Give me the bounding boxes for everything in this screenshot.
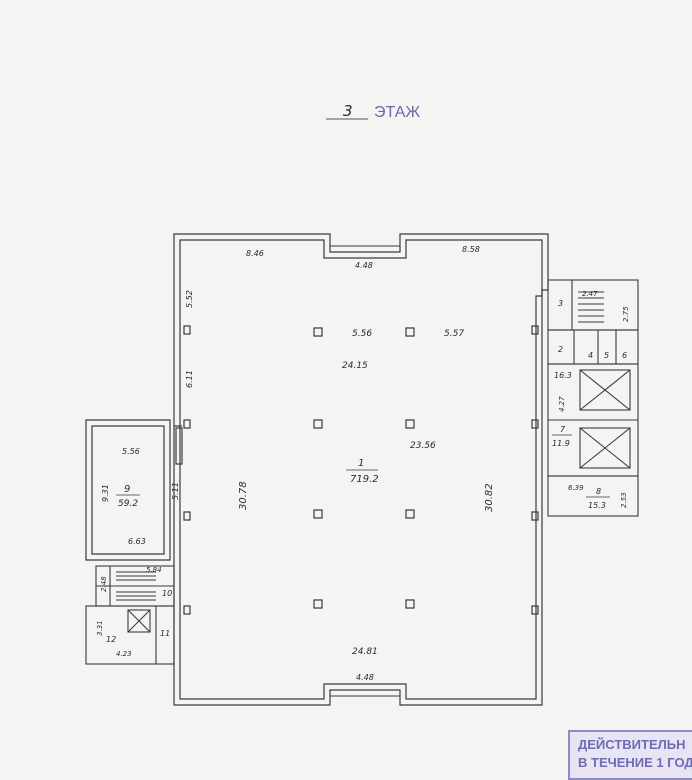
dim-room9-left: 9.31 xyxy=(101,484,110,502)
dim-room9-right: 5.11 xyxy=(171,482,180,500)
floor-title: ЭТАЖ xyxy=(374,104,420,121)
dim-inner-width: 24.15 xyxy=(342,361,368,371)
room8-walls xyxy=(547,475,639,517)
dim-left-mid: 6.11 xyxy=(185,370,194,388)
room6-number: 6 xyxy=(622,351,627,360)
room12-number: 12 xyxy=(106,635,116,644)
dim-room12-bottom: 4.23 xyxy=(116,650,132,658)
dim-left-upper: 5.52 xyxy=(185,290,194,308)
right-lift-block xyxy=(547,363,639,477)
room4-area: 16.3 xyxy=(554,371,572,380)
dim-stair-right-top: 2.47 xyxy=(582,290,598,298)
dim-r8-width: 6.39 xyxy=(568,484,584,492)
room1-area: 719.2 xyxy=(350,474,379,485)
stamp-line-2: В ТЕЧЕНИЕ 1 ГОД xyxy=(578,755,692,770)
floor-number: 3 xyxy=(343,102,353,120)
room3-number: 3 xyxy=(558,299,563,308)
room4-marker: 4 xyxy=(588,351,593,360)
dim-bottom-width: 24.81 xyxy=(352,647,378,657)
room10-number: 10 xyxy=(162,589,172,598)
dim-room12-side: 3.31 xyxy=(96,620,104,636)
dim-height-left: 30.78 xyxy=(238,481,249,510)
dim-room9-bottom: 6.63 xyxy=(128,537,146,546)
columns xyxy=(183,325,539,615)
dim-top-right: 8.58 xyxy=(462,245,480,254)
dim-height-right: 30.82 xyxy=(484,483,495,512)
room9-walls xyxy=(85,419,183,561)
room7-number: 7 xyxy=(560,425,566,434)
room11-number: 11 xyxy=(160,629,170,638)
dim-col-span-a: 5.56 xyxy=(352,329,372,339)
room2-number: 2 xyxy=(558,345,563,354)
right-service-block xyxy=(547,329,639,365)
stamp-line-1: ДЕЙСТВИТЕЛЬН xyxy=(578,737,686,752)
room9-number: 9 xyxy=(124,484,130,495)
dim-stair-right-side: 2.75 xyxy=(622,306,630,322)
dim-col-span-b: 5.57 xyxy=(444,329,464,339)
dim-bottom-mid: 4.48 xyxy=(356,673,374,682)
room9-area: 59.2 xyxy=(118,499,138,509)
dim-r4-side: 4.27 xyxy=(558,396,566,412)
validity-stamp: ДЕЙСТВИТЕЛЬН В ТЕЧЕНИЕ 1 ГОД xyxy=(568,730,692,780)
dim-top-left: 8.46 xyxy=(246,249,264,258)
dim-stair-left-side: 2.48 xyxy=(100,576,108,592)
dim-stair-left-top: 5.84 xyxy=(146,566,162,574)
room8-number: 8 xyxy=(596,487,601,496)
dim-inner-span: 23.56 xyxy=(410,441,436,451)
dim-room9-top: 5.56 xyxy=(122,447,140,456)
dim-top-mid: 4.48 xyxy=(355,261,373,270)
room1-number: 1 xyxy=(358,458,364,469)
dim-r8-side: 2.53 xyxy=(620,492,628,508)
main-hall-walls xyxy=(173,233,549,706)
room8-area: 15.3 xyxy=(588,501,606,510)
room7-area: 11.9 xyxy=(552,439,570,448)
left-lift-block xyxy=(85,605,175,665)
room5-number: 5 xyxy=(604,351,609,360)
window-markers xyxy=(330,245,400,697)
